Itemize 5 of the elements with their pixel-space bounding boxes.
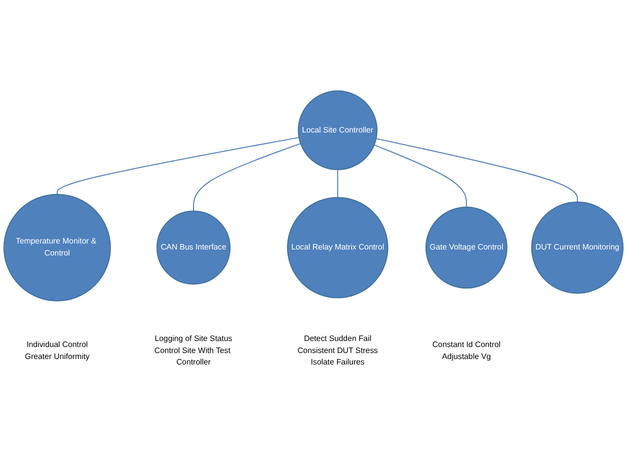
connector <box>337 169 338 198</box>
connector <box>193 143 302 212</box>
connector <box>374 144 467 208</box>
connector <box>376 138 578 202</box>
connector <box>56 136 300 195</box>
